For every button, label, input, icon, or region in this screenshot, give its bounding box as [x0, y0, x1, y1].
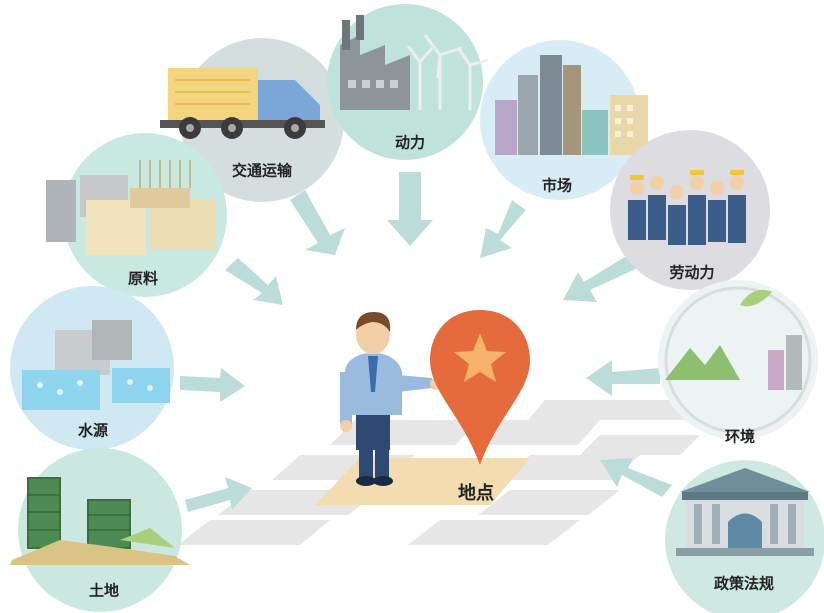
- factory-icon: [340, 35, 410, 110]
- truck-cargo: [168, 68, 258, 120]
- leaf-icon: [740, 289, 772, 307]
- arrow-land: [185, 477, 252, 512]
- circle-transport: [160, 38, 344, 202]
- arrows: [180, 172, 672, 512]
- circle-market: [480, 40, 648, 200]
- wind-turbine-icon: [406, 34, 489, 110]
- arrow-market: [480, 200, 526, 258]
- circle-raw-materials: [46, 133, 227, 297]
- label-raw-materials: 原料: [127, 269, 159, 288]
- circle-policy: [665, 460, 824, 613]
- circle-environment: [658, 280, 818, 440]
- circle-land: [10, 448, 190, 612]
- label-environment: 环境: [724, 427, 756, 446]
- label-policy: 政策法规: [713, 574, 775, 593]
- arrow-transport: [290, 190, 345, 255]
- person-figure: [340, 312, 442, 486]
- label-land: 土地: [88, 581, 120, 600]
- barrel-icon: [46, 180, 76, 242]
- label-labor: 劳动力: [669, 263, 715, 282]
- arrow-power: [387, 172, 433, 246]
- circle-labor: [610, 130, 770, 290]
- buildings-icon: [495, 55, 648, 155]
- government-building-icon: [676, 468, 814, 556]
- arrow-labor: [563, 255, 638, 302]
- label-water: 水源: [77, 421, 109, 440]
- arrow-raw: [225, 258, 283, 305]
- arrow-environment: [586, 360, 660, 396]
- road-grid: [178, 400, 730, 545]
- star-icon: [454, 333, 506, 382]
- truck-cab-icon: [258, 80, 320, 122]
- mountain-icon: [665, 345, 740, 380]
- circle-power: [327, 4, 489, 160]
- label-power: 动力: [394, 133, 426, 152]
- label-location: 地点: [458, 483, 494, 504]
- arrow-policy: [600, 458, 672, 497]
- arrow-water: [180, 368, 245, 402]
- location-pin-icon: [430, 310, 530, 465]
- label-transport: 交通运输: [231, 161, 293, 180]
- circle-water: [10, 286, 174, 450]
- scaffold-icon: [27, 477, 131, 549]
- label-market: 市场: [541, 176, 573, 195]
- workers-icon: [628, 170, 746, 245]
